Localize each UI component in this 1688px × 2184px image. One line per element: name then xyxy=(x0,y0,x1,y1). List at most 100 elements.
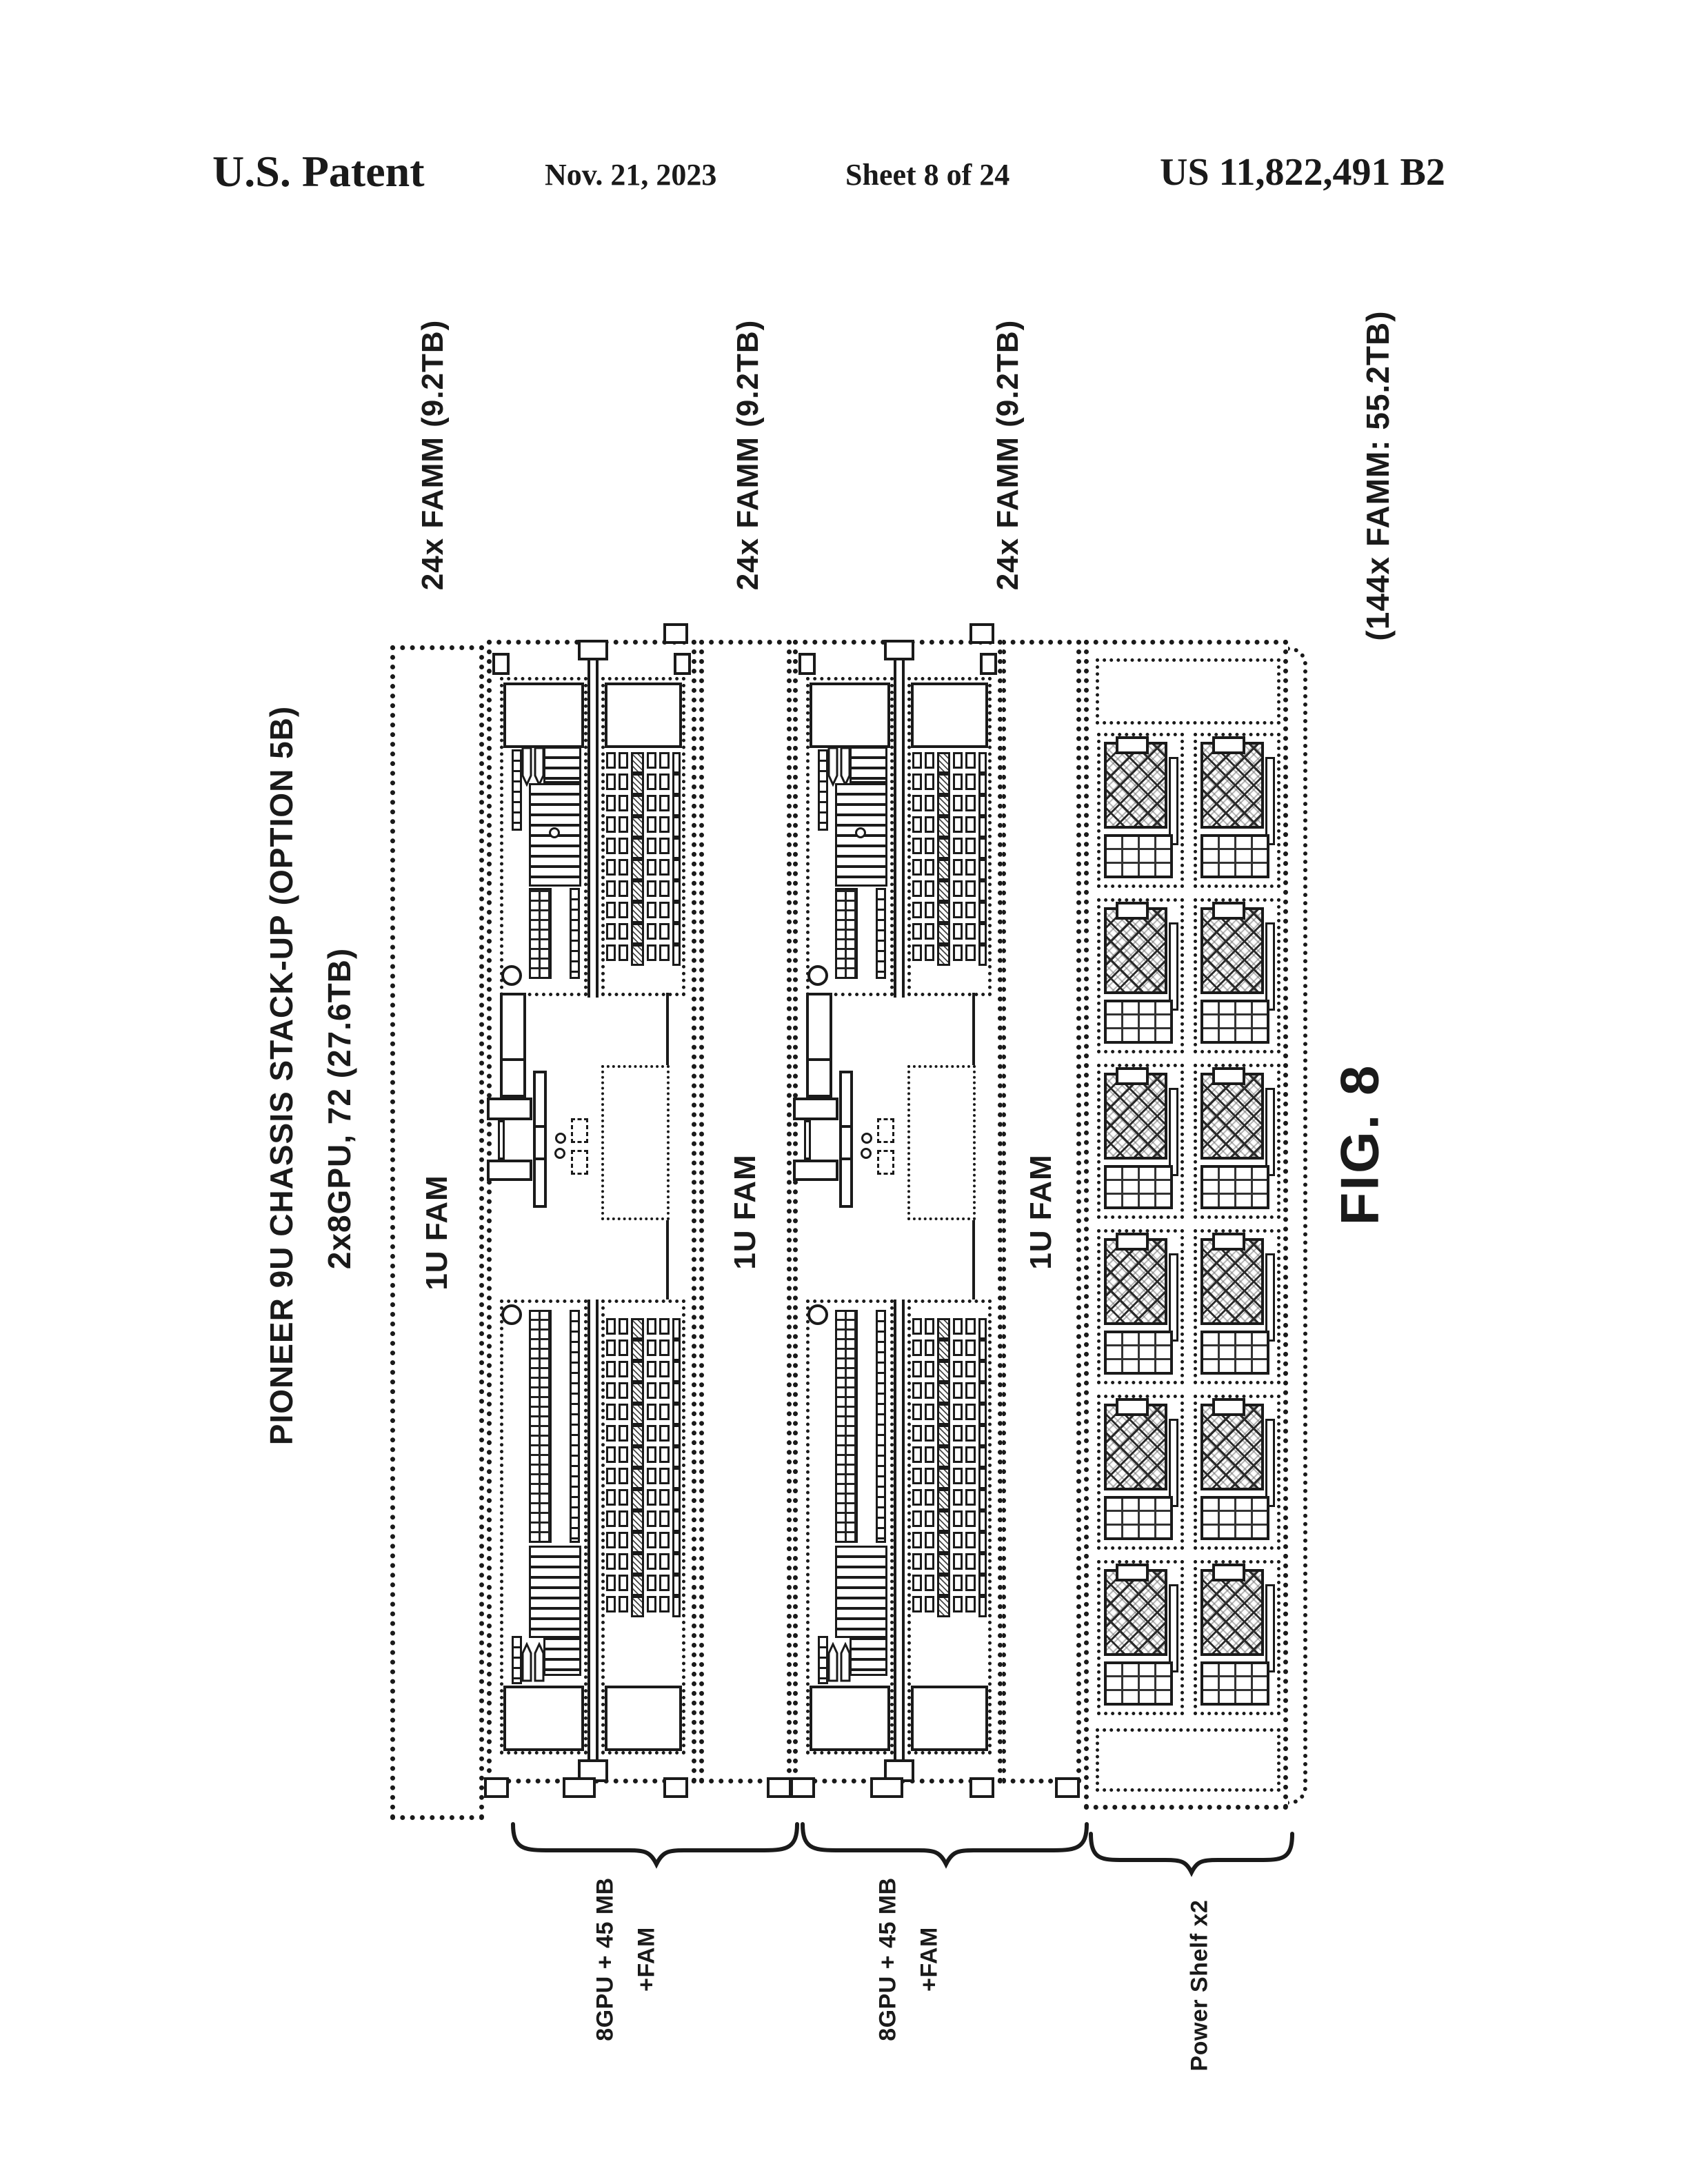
dimm-cell xyxy=(912,944,923,961)
dimm-cell xyxy=(965,859,976,876)
dimm-cell xyxy=(647,944,657,961)
dimm-cell xyxy=(953,1489,963,1506)
psu-crosshatch-block xyxy=(1104,1404,1167,1490)
dimm-cell xyxy=(925,1425,935,1442)
group-label-3: Power Shelf x2 xyxy=(1179,1900,1220,2072)
dimm-cell xyxy=(925,1553,935,1570)
dimm-cell xyxy=(647,1339,657,1356)
dimm-row xyxy=(912,880,987,902)
standoff-icon xyxy=(555,1133,566,1144)
dimm-cell xyxy=(619,1468,629,1484)
dimm-row xyxy=(912,1382,987,1404)
dimm-cell xyxy=(672,1510,681,1532)
dimm-cell xyxy=(925,1318,935,1335)
dimm-cell xyxy=(978,816,987,838)
group-label-line2: +FAM xyxy=(633,1927,659,1992)
dimm-cell xyxy=(672,1446,681,1468)
psu-crosshatch-block xyxy=(1200,1569,1264,1656)
riser-bar xyxy=(839,1071,853,1208)
dimm-cell xyxy=(953,1382,963,1399)
dimm-row xyxy=(912,1532,987,1553)
dimm-row xyxy=(912,1446,987,1468)
dimm-cell xyxy=(672,774,681,795)
psu-slot xyxy=(1265,1253,1275,1342)
connector-block xyxy=(571,1118,588,1143)
dimm-cell xyxy=(647,1489,657,1506)
dimm-row xyxy=(606,1425,681,1446)
psu-handle-tab xyxy=(1116,1398,1149,1416)
dimm-cell xyxy=(631,1425,645,1446)
blank-panel xyxy=(605,682,682,748)
dimm-row xyxy=(912,1596,987,1617)
dimm-cell xyxy=(978,1339,987,1361)
psu-slot xyxy=(1169,922,1178,1011)
dimm-cell xyxy=(647,1425,657,1442)
dimm-cell xyxy=(619,1318,629,1335)
blank-panel xyxy=(503,682,584,748)
dimm-row xyxy=(912,816,987,838)
dimm-cell xyxy=(631,1532,645,1553)
dimm-cell xyxy=(965,1489,976,1506)
psu-crosshatch-block xyxy=(1104,907,1167,994)
dimm-cell xyxy=(925,880,935,897)
dimm-cell xyxy=(631,880,645,902)
dimm-cell xyxy=(659,795,670,811)
dimm-cell xyxy=(606,1468,616,1484)
dimm-cell xyxy=(619,752,629,769)
chassis-subtitle: 2x8GPU, 72 (27.6TB) xyxy=(321,947,357,1270)
dimm-cell xyxy=(978,1468,987,1489)
dimm-cell xyxy=(659,1575,670,1591)
dimm-cell xyxy=(647,1404,657,1420)
psu-module xyxy=(1194,1064,1280,1219)
dimm-cell xyxy=(659,1596,670,1612)
dimm-cell xyxy=(672,923,681,944)
dimm-cell xyxy=(672,859,681,880)
dimm-cell xyxy=(978,1404,987,1425)
dimm-cell xyxy=(937,923,951,944)
dimm-cell xyxy=(965,1404,976,1420)
slotted-bar xyxy=(876,888,886,979)
dimm-cell xyxy=(978,1553,987,1575)
dimm-cell xyxy=(647,1318,657,1335)
figure-caption: FIG. 8 xyxy=(1329,1063,1390,1226)
psu-crosshatch-block xyxy=(1200,742,1264,829)
memory-array-section-bottom xyxy=(907,1300,992,1755)
dimm-cell xyxy=(672,1553,681,1575)
dimm-cell xyxy=(606,859,616,876)
fam-tray-label: 1U FAM xyxy=(1024,1153,1058,1270)
dimm-cell xyxy=(953,1361,963,1377)
dimm-cell xyxy=(965,1361,976,1377)
connector-strip xyxy=(512,749,522,831)
dimm-cell xyxy=(978,795,987,816)
psu-vent-grid xyxy=(1200,1661,1269,1706)
psu-crosshatch-block xyxy=(1104,742,1167,829)
dimm-cell xyxy=(619,1404,629,1420)
dimm-row xyxy=(606,1318,681,1339)
dimm-cell xyxy=(672,1404,681,1425)
psu-vent-grid xyxy=(1200,1331,1269,1375)
foot-tab-icon xyxy=(484,1777,509,1798)
psu-crosshatch-block xyxy=(1200,1073,1264,1160)
psu-handle-tab xyxy=(1116,1564,1149,1581)
gpu-bay-outline xyxy=(601,1065,670,1220)
psu-vent-grid xyxy=(1104,1000,1173,1044)
dimm-cell xyxy=(619,1596,629,1612)
fam-tray-3: 1U FAM xyxy=(1001,640,1081,1783)
heatsink-fins-small xyxy=(850,747,887,783)
power-shelf-footer xyxy=(1096,1728,1280,1792)
psu-vent-grid xyxy=(1104,1331,1173,1375)
group-label-line2: +FAM xyxy=(916,1927,942,1992)
dimm-row xyxy=(912,838,987,859)
dimm-cell xyxy=(619,1446,629,1463)
dimm-cell xyxy=(631,902,645,923)
dimm-cell xyxy=(965,795,976,811)
psu-slot xyxy=(1265,757,1275,845)
dimm-cell xyxy=(937,1489,951,1510)
dimm-cell xyxy=(937,1339,951,1361)
dimm-cell xyxy=(912,1575,923,1591)
dimm-cell xyxy=(937,1532,951,1553)
dimm-cell xyxy=(978,1489,987,1510)
dimm-cell xyxy=(619,1339,629,1356)
dimm-cell xyxy=(659,880,670,897)
